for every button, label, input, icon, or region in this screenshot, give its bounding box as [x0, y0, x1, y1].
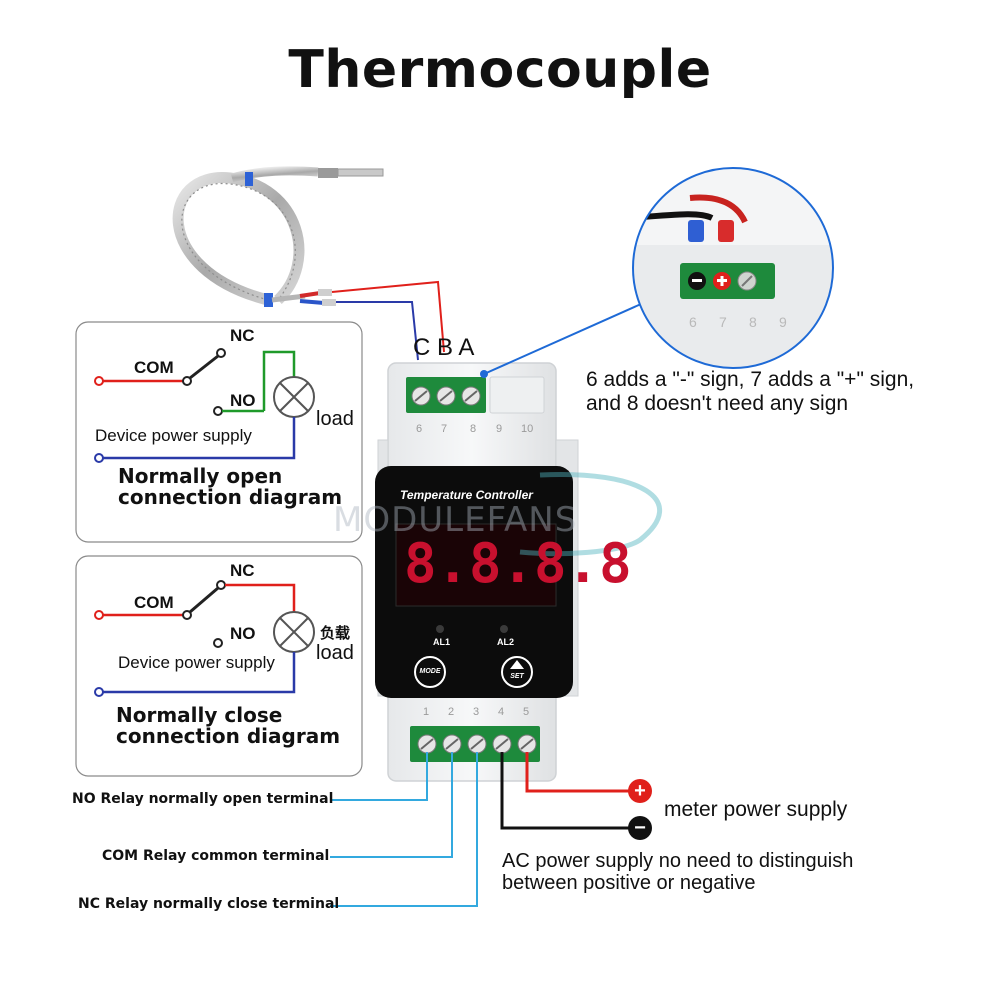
minus-icon: [628, 816, 652, 840]
inset-number: 8: [749, 314, 757, 330]
terminal-label-c: C: [413, 334, 431, 361]
nc-panel-title-line2: connection diagram: [116, 724, 341, 748]
plus-icon: [628, 779, 652, 803]
legend-no-terminal: NO Relay normally open terminal: [72, 791, 334, 807]
meter-power-label: meter power supply: [664, 798, 848, 821]
temperature-controller: [375, 362, 579, 782]
normally-close-circuit: [94, 580, 315, 697]
thermocouple-terminal-labels: C B A: [413, 334, 474, 362]
ac-power-note-line1: AC power supply no need to distinguish: [502, 850, 854, 872]
legend-nc-terminal: NC Relay normally close terminal: [78, 896, 340, 912]
no-panel-power-label: Device power supply: [95, 426, 252, 445]
nc-panel-no-label: NO: [230, 624, 256, 643]
up-arrow-icon: [510, 660, 524, 669]
panel-title: Temperature Controller: [400, 488, 533, 502]
minus-symbol: −: [634, 817, 646, 839]
terminal-number: 6: [416, 423, 423, 435]
power-plus-wire: [525, 752, 632, 793]
inset-number: 9: [779, 314, 787, 330]
terminal-number: 10: [521, 423, 534, 435]
no-panel-title-line2: connection diagram: [118, 485, 343, 509]
power-minus-wire: [500, 752, 632, 830]
terminal-number: 2: [448, 706, 455, 718]
probe-red-lead: [331, 280, 445, 353]
nc-panel-title-line1: Normally close: [116, 703, 283, 727]
page-title: Thermocouple: [288, 40, 712, 100]
terminal-number: 7: [441, 423, 448, 435]
plus-symbol: +: [634, 780, 646, 802]
no-panel-com-label: COM: [134, 358, 174, 377]
thermocouple-probe: [172, 166, 384, 307]
terminal-number: 4: [498, 706, 505, 718]
no-panel-no-label: NO: [230, 391, 256, 410]
terminal-label-b: B: [437, 334, 454, 361]
nc-panel-load-cn-label: 负载: [320, 625, 351, 642]
terminal-number: 5: [523, 706, 530, 718]
no-panel-nc-label: NC: [230, 326, 255, 345]
nc-panel-title: Normally close connection diagram: [116, 705, 340, 747]
al2-label: AL2: [497, 637, 515, 647]
watermark: MODULEFANS: [333, 500, 578, 540]
nc-panel-nc-label: NC: [230, 561, 255, 580]
legend-com-terminal: COM Relay common terminal: [102, 848, 330, 864]
probe-blue-lead: [336, 301, 419, 361]
terminal-number: 1: [423, 706, 430, 718]
set-button[interactable]: [501, 656, 533, 688]
terminal-number: 3: [473, 706, 480, 718]
probe-band-lower: [264, 293, 273, 307]
nc-panel-com-label: COM: [134, 593, 174, 612]
terminal-leader-lines: [330, 752, 478, 907]
nc-panel-power-label: Device power supply: [118, 653, 275, 672]
inset-number: 7: [719, 314, 727, 330]
normally-close-panel: [75, 555, 363, 777]
al1-indicator: [436, 625, 444, 633]
al1-label: AL1: [433, 637, 451, 647]
top-terminal-screws[interactable]: [411, 386, 481, 406]
no-panel-title-line1: Normally open: [118, 464, 283, 488]
sign-note: 6 adds a "-" sign, 7 adds a "+" sign, an…: [586, 368, 914, 416]
normally-open-circuit: [94, 348, 315, 463]
al2-indicator: [500, 625, 508, 633]
ac-power-note-line2: between positive or negative: [502, 872, 756, 894]
terminal-number: 9: [496, 423, 503, 435]
zoom-inset: [633, 168, 833, 368]
inset-number: 6: [689, 314, 697, 330]
terminal-number: 8: [470, 423, 477, 435]
led-digits: 8.8.8.8: [404, 532, 632, 595]
no-panel-title: Normally open connection diagram: [118, 466, 342, 508]
probe-band-upper: [245, 172, 253, 186]
ac-power-note: AC power supply no need to distinguish b…: [502, 850, 853, 894]
bottom-terminal-screws[interactable]: [417, 734, 537, 754]
no-panel-load-label: load: [316, 408, 354, 430]
set-button-label: SET: [510, 673, 524, 680]
mode-button-label: MODE: [419, 668, 441, 675]
watermark-swoosh: [519, 471, 663, 557]
nc-panel-load-label: load: [316, 642, 354, 664]
led-display: [395, 523, 557, 607]
terminal-label-a: A: [458, 334, 475, 361]
sign-note-line1: 6 adds a "-" sign, 7 adds a "+" sign,: [586, 368, 915, 391]
sign-note-line2: and 8 doesn't need any sign: [586, 392, 849, 415]
mode-button[interactable]: [414, 656, 446, 688]
